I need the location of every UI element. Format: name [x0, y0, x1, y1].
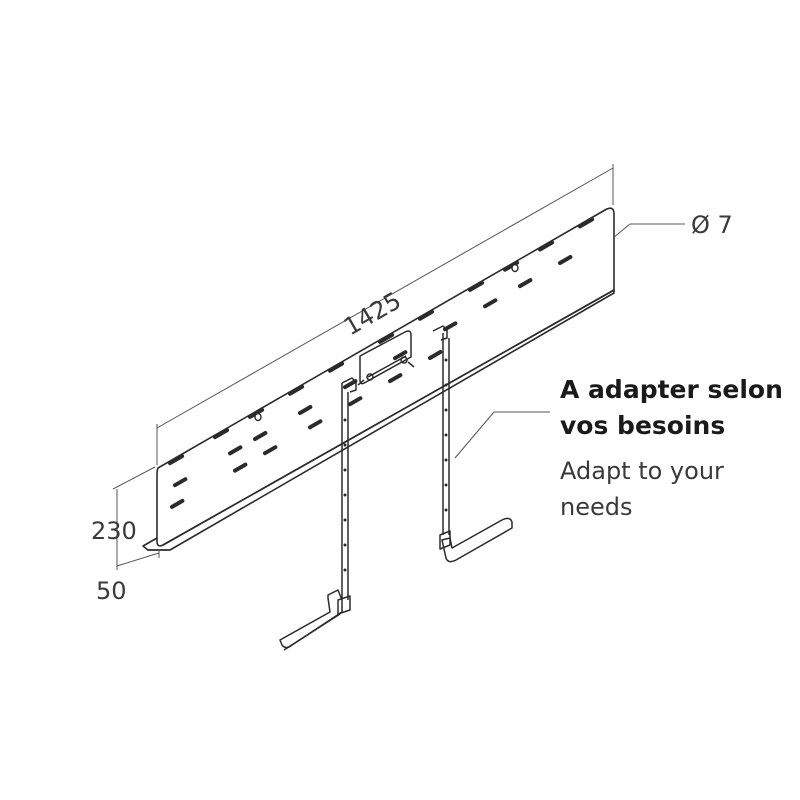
slot-hole [343, 379, 358, 390]
screw-icons [254, 263, 519, 422]
slot-hole [328, 361, 345, 373]
slot-hole [538, 240, 555, 252]
slot-hole [578, 217, 595, 229]
dimension-lines [112, 164, 685, 570]
slot-hole [233, 462, 248, 473]
note-subtitle-line-2: needs [560, 493, 633, 521]
note-title-line-2: vos besoins [560, 411, 726, 440]
slot-hole [468, 280, 485, 292]
slot-hole [483, 298, 498, 309]
wall-plate [142, 207, 615, 551]
hole-diameter-label: Ø 7 [691, 211, 733, 239]
slot-hole [558, 255, 573, 265]
slot-hole [253, 431, 268, 441]
slot-hole [173, 477, 188, 488]
note-title-line-1: A adapter selon [560, 375, 783, 404]
left-leg-bracket [279, 377, 357, 651]
slot-hole [168, 454, 185, 466]
slot-hole [428, 350, 443, 360]
center-clamp [357, 330, 415, 386]
slot-hole [213, 428, 230, 440]
slot-hole [418, 309, 435, 321]
slot-hole [388, 373, 403, 384]
slot-hole [170, 498, 185, 509]
slot-hole [288, 384, 305, 396]
slot-hole [298, 405, 313, 415]
slot-hole [518, 278, 533, 289]
slot-hole [308, 419, 323, 430]
slot-hole [393, 350, 408, 361]
mounting-slots [168, 217, 595, 509]
depth-dimension-label: 50 [96, 577, 127, 605]
slot-hole [228, 445, 243, 456]
slot-hole [443, 321, 458, 332]
right-leg-dots [444, 358, 448, 512]
note-subtitle-line-1: Adapt to your [560, 457, 724, 485]
slot-hole [348, 396, 363, 407]
left-leg-dots [343, 418, 347, 572]
right-leg-bracket [432, 325, 513, 563]
slot-hole [263, 445, 278, 456]
slot-hole [378, 332, 395, 344]
height-dimension-label: 230 [91, 517, 137, 545]
